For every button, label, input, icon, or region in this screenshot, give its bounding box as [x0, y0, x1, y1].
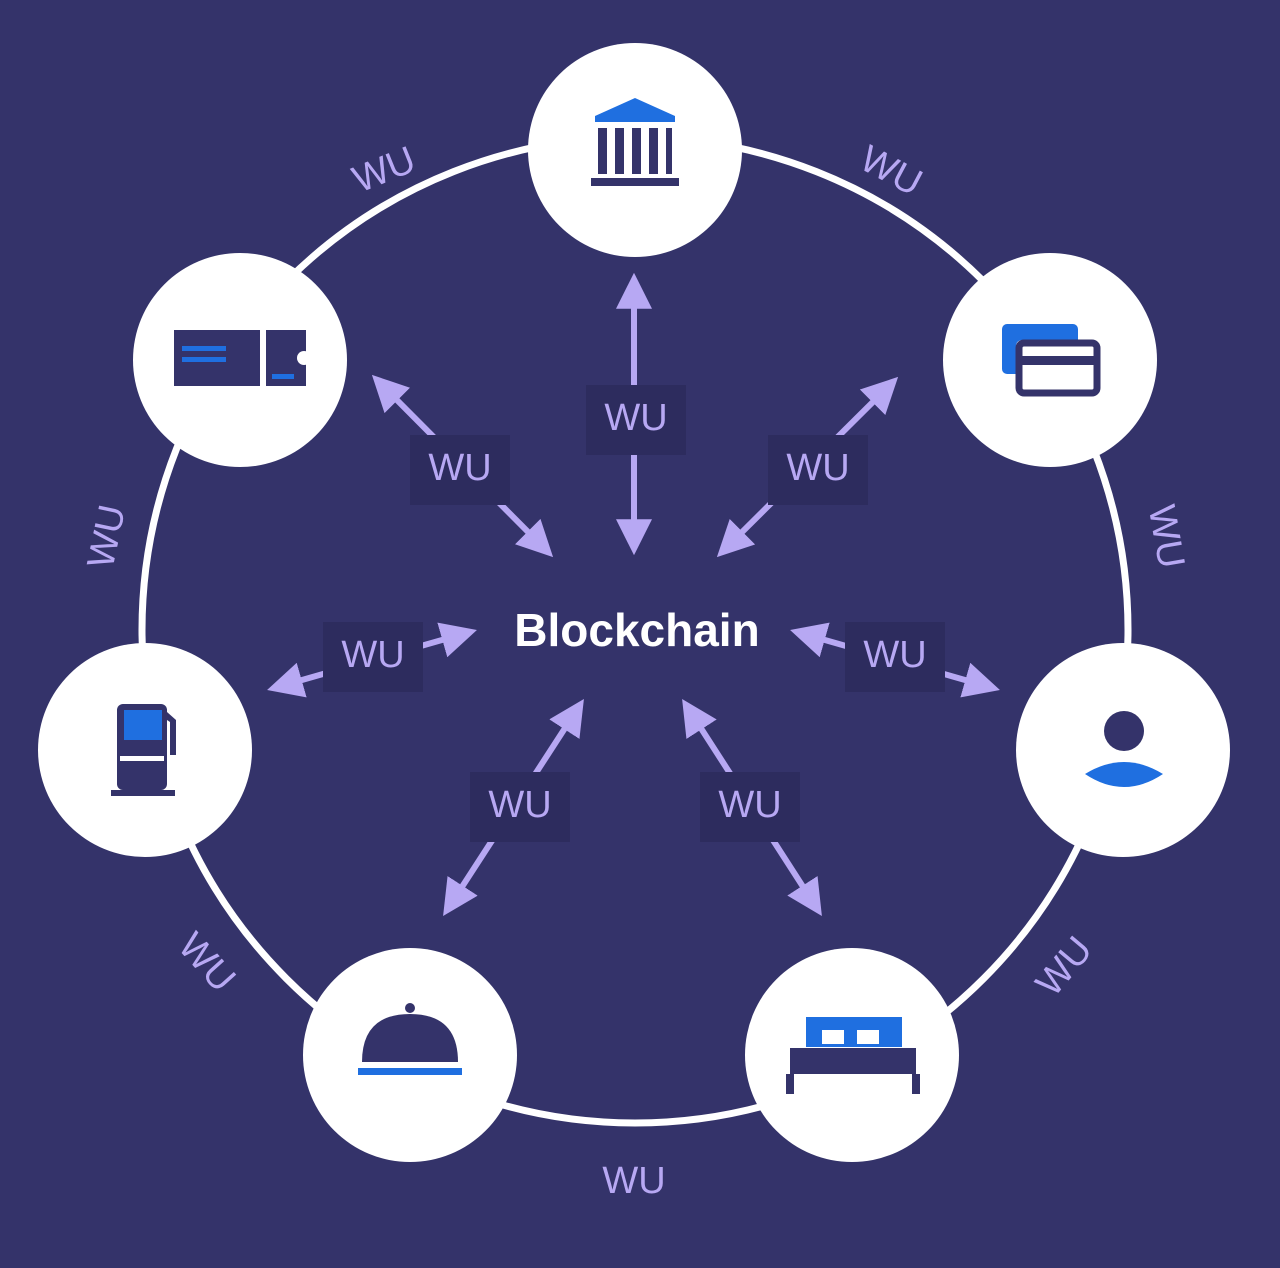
spoke-label-cards: WU: [768, 435, 868, 505]
spoke-labels: WU WU WU WU WU WU WU: [323, 385, 945, 842]
ring-label-right: WU: [1140, 502, 1192, 572]
spoke-label-user: WU: [845, 622, 945, 692]
fuel-pump-icon: [111, 704, 176, 796]
bank-icon: [591, 98, 679, 186]
spoke-arrows: [267, 272, 1000, 917]
svg-text:WU: WU: [718, 784, 781, 826]
svg-text:WU: WU: [863, 634, 926, 676]
svg-text:WU: WU: [488, 784, 551, 826]
spoke-label-restaurant: WU: [470, 772, 570, 842]
svg-text:WU: WU: [341, 634, 404, 676]
spoke-label-hotel: WU: [700, 772, 800, 842]
ring-label-bottom-left: WU: [170, 925, 244, 1000]
nodes: [38, 43, 1230, 1162]
spoke-label-fuel: WU: [323, 622, 423, 692]
ring-label-bottom-right: WU: [1028, 929, 1101, 1004]
svg-text:WU: WU: [428, 447, 491, 489]
svg-text:WU: WU: [604, 397, 667, 439]
ticket-icon: [174, 330, 311, 386]
center-label: Blockchain: [514, 604, 759, 656]
ring-label-bottom: WU: [602, 1160, 665, 1202]
credit-cards-icon: [1002, 324, 1101, 397]
spoke-label-bank: WU: [586, 385, 686, 455]
ring-label-left: WU: [80, 501, 134, 572]
cloche-icon: [358, 1003, 462, 1075]
user-icon: [1085, 711, 1163, 787]
bed-icon: [786, 1017, 920, 1094]
svg-text:WU: WU: [786, 447, 849, 489]
spoke-label-ticket: WU: [410, 435, 510, 505]
